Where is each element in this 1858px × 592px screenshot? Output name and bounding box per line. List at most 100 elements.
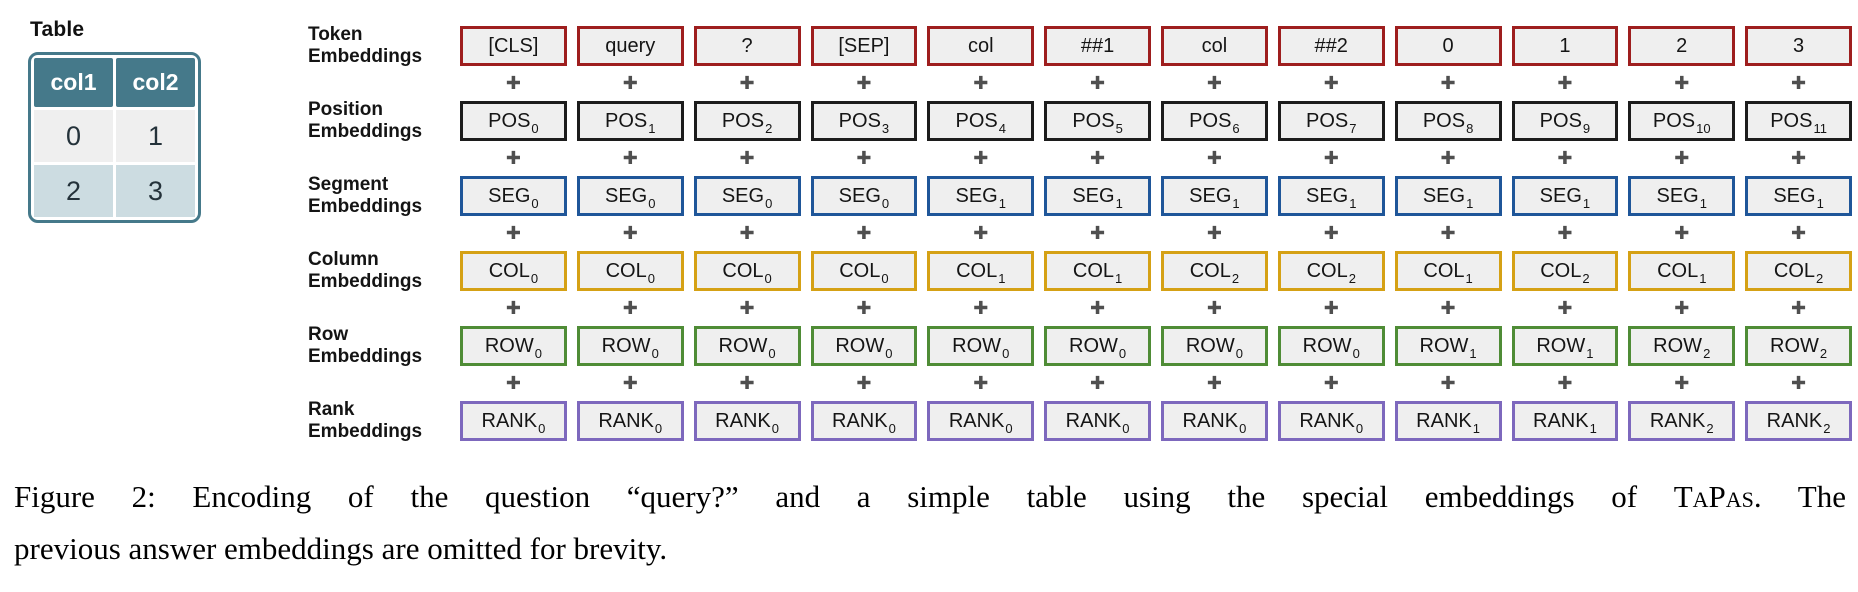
plus-icon: ✚ — [973, 223, 989, 244]
embedding-label: COL — [1423, 259, 1465, 282]
embedding-label: 0 — [1442, 34, 1454, 57]
embedding-label: RANK — [948, 409, 1005, 432]
embedding-label: ROW — [1770, 334, 1819, 357]
embedding-subscript: 1 — [1469, 345, 1477, 361]
embedding-label: POS — [1422, 109, 1466, 132]
plus-icon: ✚ — [1791, 298, 1807, 319]
embedding-label: COL — [1072, 259, 1115, 282]
plus-icon: ✚ — [1557, 73, 1573, 94]
plus-row: ✚✚✚✚✚✚✚✚✚✚✚✚ — [308, 291, 1852, 326]
embedding-label: SEG — [1773, 184, 1816, 207]
plus-icon: ✚ — [1323, 298, 1339, 319]
embedding-label: POS — [1189, 109, 1232, 132]
embedding-label: SEG — [1072, 184, 1115, 207]
embedding-label: SEG — [488, 184, 531, 207]
embedding-label: SEG — [605, 184, 648, 207]
embedding-subscript: 2 — [1348, 270, 1356, 286]
plus-icon: ✚ — [1440, 373, 1456, 394]
plus-grid: ✚✚✚✚✚✚✚✚✚✚✚✚ — [460, 66, 1852, 101]
embedding-subscript: 0 — [1122, 420, 1130, 436]
plus-icon: ✚ — [1090, 298, 1106, 319]
plus-grid: ✚✚✚✚✚✚✚✚✚✚✚✚ — [460, 366, 1852, 401]
plus-icon: ✚ — [1557, 148, 1573, 169]
embedding-subscript: 2 — [1823, 420, 1831, 436]
plus-row-spacer — [308, 366, 460, 401]
token-embedding-box: 1 — [1511, 26, 1619, 66]
table-header-cell: col2 — [116, 58, 195, 107]
plus-icon: ✚ — [505, 298, 521, 319]
embedding-label: RANK — [1416, 409, 1472, 432]
plus-grid: ✚✚✚✚✚✚✚✚✚✚✚✚ — [460, 141, 1852, 176]
plus-icon: ✚ — [1206, 73, 1222, 94]
embedding-subscript: 10 — [1696, 120, 1711, 136]
row-label-line: Token — [308, 24, 363, 45]
plus-icon: ✚ — [739, 148, 755, 169]
plus-icon: ✚ — [973, 373, 989, 394]
embedding-label: RANK — [1649, 409, 1706, 432]
plus-icon: ✚ — [1323, 73, 1339, 94]
embedding-label: RANK — [481, 409, 538, 432]
plus-row-spacer — [308, 216, 460, 251]
embedding-subscript: 0 — [1355, 420, 1364, 436]
embedding-subscript: 5 — [1115, 120, 1123, 136]
embedding-subscript: 2 — [1819, 345, 1828, 361]
plus-icon: ✚ — [622, 298, 638, 319]
embedding-label: SEG — [1539, 184, 1582, 207]
embedding-label: ROW — [1302, 334, 1352, 357]
row-label-line: Embeddings — [308, 346, 423, 367]
embedding-label: RANK — [1299, 409, 1355, 432]
embedding-label: COL — [1189, 259, 1231, 282]
embedding-subscript: 7 — [1349, 120, 1357, 136]
embedding-subscript: 1 — [1465, 270, 1473, 286]
embedding-subscript: 0 — [647, 270, 655, 286]
embedding-label: SEG — [955, 184, 998, 207]
plus-icon: ✚ — [1323, 373, 1339, 394]
embedding-label: [SEP] — [838, 34, 890, 57]
row-label-line: Segment — [308, 174, 389, 195]
embedding-subscript: 0 — [765, 195, 773, 211]
embedding-subscript: 0 — [881, 270, 889, 286]
embedding-label: ROW — [1536, 334, 1586, 357]
figure-caption: Figure 2: Encoding of the question “quer… — [14, 476, 1846, 570]
embedding-label: RANK — [832, 409, 888, 432]
plus-icon: ✚ — [1090, 73, 1106, 94]
plus-icon: ✚ — [1674, 298, 1690, 319]
plus-icon: ✚ — [973, 148, 989, 169]
embedding-subscript: 1 — [1115, 195, 1123, 211]
embedding-subscript: 0 — [1352, 345, 1360, 361]
embedding-label: SEG — [721, 184, 765, 207]
embedding-label: SEG — [1306, 184, 1349, 207]
embedding-subscript: 1 — [1586, 345, 1594, 361]
embedding-subscript: 0 — [651, 345, 659, 361]
embedding-label: SEG — [838, 184, 881, 207]
table-header-cell: col1 — [34, 58, 113, 107]
embedding-subscript: 1 — [1582, 195, 1591, 211]
embedding-subscript: 0 — [1239, 420, 1247, 436]
token-embedding-box: 3 — [1745, 26, 1852, 66]
embedding-subscript: 0 — [771, 420, 779, 436]
plus-icon: ✚ — [856, 73, 872, 94]
embedding-subscript: 11 — [1813, 120, 1827, 136]
token-embedding-box: query — [576, 26, 684, 66]
embedding-label: POS — [838, 109, 881, 132]
